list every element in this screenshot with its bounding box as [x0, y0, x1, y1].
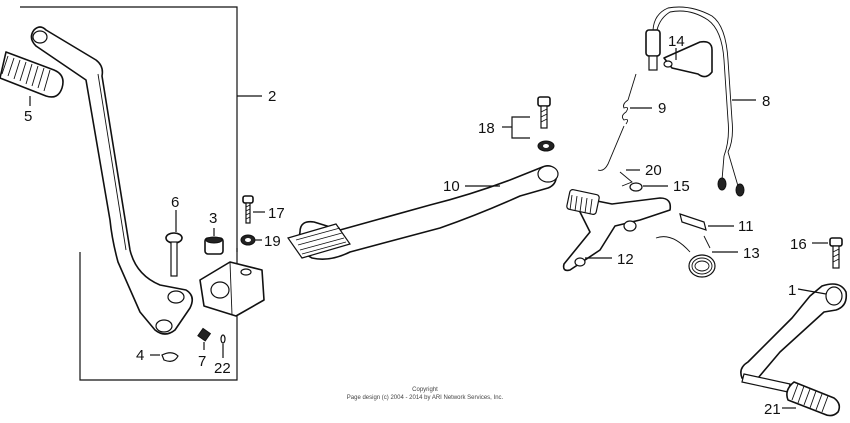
clip-4 — [161, 352, 179, 362]
gearshift-pedal — [740, 283, 848, 393]
copyright-notice: Page design (c) 2004 - 2014 by ARI Netwo… — [347, 395, 504, 401]
kick-starter-arm — [30, 26, 194, 335]
callout-18: 18 — [478, 120, 495, 137]
callout-19: 19 — [264, 233, 281, 250]
callout-15: 15 — [673, 178, 690, 195]
return-spring — [655, 235, 716, 278]
callout-1: 1 — [788, 282, 796, 299]
callout-4: 4 — [136, 347, 144, 364]
callout-11: 11 — [738, 218, 754, 235]
gearshift-rubber — [786, 381, 841, 417]
brake-pedal — [287, 164, 559, 260]
washer-15 — [629, 182, 643, 192]
callout-20: 20 — [645, 162, 662, 179]
kick-grip-rubber — [0, 51, 64, 98]
callout-7: 7 — [198, 353, 206, 370]
bolt-18 — [537, 96, 555, 152]
pin-bolt — [165, 232, 183, 277]
bolt-17 — [242, 195, 254, 224]
callout-6: 6 — [171, 194, 179, 211]
brake-arm — [562, 189, 672, 272]
callout-12: 12 — [617, 251, 634, 268]
switch-stay — [663, 40, 713, 78]
callout-13: 13 — [743, 245, 760, 262]
kick-pinch-block — [199, 261, 265, 317]
rubber-damper — [204, 236, 224, 255]
callout-8: 8 — [762, 93, 770, 110]
bolt-16 — [829, 237, 843, 269]
callout-14: 14 — [668, 33, 685, 50]
callout-2: 2 — [268, 88, 276, 105]
stop-switch-spring — [597, 73, 637, 171]
link-20 — [619, 171, 633, 187]
brake-switch — [645, 6, 745, 197]
callout-22: 22 — [214, 360, 231, 377]
callout-17: 17 — [268, 205, 285, 222]
pin-11 — [679, 213, 707, 231]
copyright-title: Copyright — [412, 387, 438, 393]
callout-5: 5 — [24, 108, 32, 125]
callout-9: 9 — [658, 100, 666, 117]
callout-10: 10 — [443, 178, 460, 195]
callout-16: 16 — [790, 236, 807, 253]
callout-3: 3 — [209, 210, 217, 227]
pin-22 — [220, 334, 226, 344]
group-bracket — [20, 6, 238, 381]
nut-19 — [240, 234, 256, 246]
spring-pin-7 — [197, 327, 212, 342]
callout-21: 21 — [764, 401, 781, 418]
